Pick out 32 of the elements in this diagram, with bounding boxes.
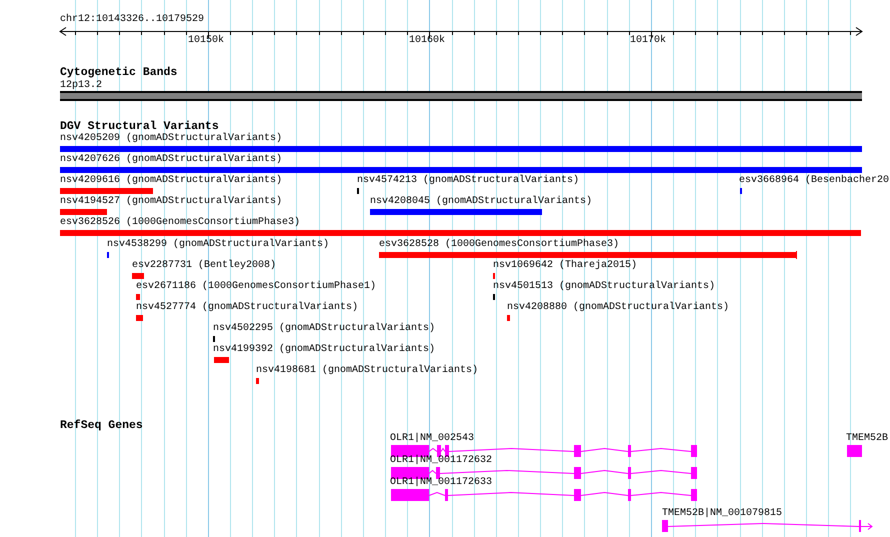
gene-label: OLR1|NM_001172632 [390,455,492,467]
variant-label: nsv4207626 (gnomADStructuralVariants) [60,154,282,166]
track-title: Cytogenetic Bands [60,67,178,79]
track-title: RefSeq Genes [60,420,143,432]
variant-label: esv2671186 (1000GenomesConsortiumPhase1) [136,281,376,293]
variant-label: nsv4574213 (gnomADStructuralVariants) [357,175,580,187]
variant-label: nsv4501513 (gnomADStructuralVariants) [493,281,716,293]
tick-label: 10150k [188,35,224,47]
variant-label: nsv4527774 (gnomADStructuralVariants) [136,302,358,314]
gene-label: TMEM52B [846,433,888,445]
band-label: 12p13.2 [60,80,102,92]
variant-label: nsv4208880 (gnomADStructuralVariants) [507,302,730,314]
gene-label: OLR1|NM_001172633 [390,477,492,489]
variant-label: nsv4209616 (gnomADStructuralVariants) [60,175,282,187]
tick-label: 10170k [630,35,666,47]
variant-label: esv2287731 (Bentley2008) [132,260,276,272]
variant-label: nsv4199392 (gnomADStructuralVariants) [213,344,436,356]
gene-label: OLR1|NM_002543 [390,433,474,445]
gene-label: TMEM52B|NM_001079815 [662,508,782,520]
variant-label: nsv1069642 (Thareja2015) [493,260,638,272]
variant-label: nsv4194527 (gnomADStructuralVariants) [60,196,282,208]
track-title: DGV Structural Variants [60,121,219,133]
variant-label: nsv4208045 (gnomADStructuralVariants) [370,196,592,208]
variant-label: nsv4198681 (gnomADStructuralVariants) [256,365,478,377]
coordinate-label: chr12:10143326..10179529 [60,14,204,26]
variant-label: esv3668964 (Besenbacher20 [739,175,890,187]
variant-label: nsv4502295 (gnomADStructuralVariants) [213,323,436,335]
variant-label: esv3628526 (1000GenomesConsortiumPhase3) [60,217,300,229]
variant-label: nsv4538299 (gnomADStructuralVariants) [107,239,330,251]
variant-label: nsv4205209 (gnomADStructuralVariants) [60,133,282,145]
variant-label: esv3628528 (1000GenomesConsortiumPhase3) [379,239,620,251]
tick-label: 10160k [409,35,446,47]
